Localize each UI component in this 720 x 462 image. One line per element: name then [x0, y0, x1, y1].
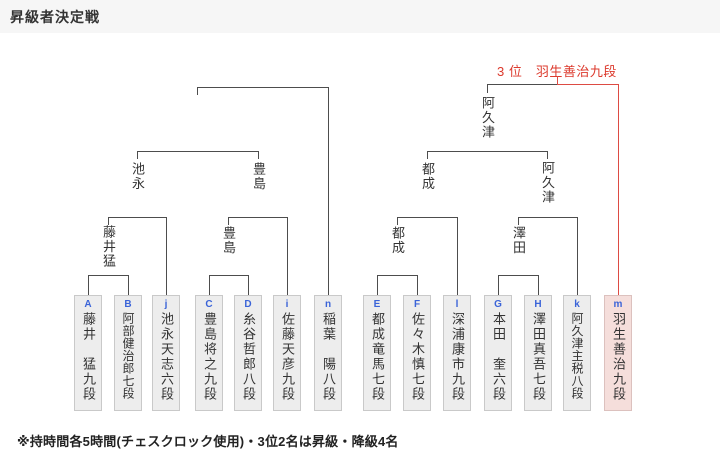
advancer-label-left1: 池永 [130, 162, 145, 191]
bracket-line [487, 84, 488, 93]
player-box-m: m 羽生善治九段 [604, 295, 632, 411]
player-box-j: j 池永天志六段 [152, 295, 180, 411]
advancer-label-ef: 都成 [390, 226, 405, 255]
seed-letter: G [494, 299, 502, 310]
seed-letter: i [285, 299, 289, 310]
bracket-line [498, 275, 538, 276]
bracket-line [427, 151, 428, 159]
advancer-label-right1: 都成 [420, 162, 435, 191]
player-box-H: H 澤田真吾七段 [524, 295, 552, 411]
seed-letter: C [205, 299, 213, 310]
bracket-line [108, 217, 109, 225]
advancer-label-final-right: 阿久津 [480, 96, 495, 140]
bracket-line [258, 151, 259, 159]
player-box-G: G 本田 奎六段 [484, 295, 512, 411]
player-box-B: B 阿部健治郎七段 [114, 295, 142, 411]
player-name: 豊島将之九段 [202, 312, 217, 402]
bracket-line [197, 87, 328, 88]
seed-letter: n [324, 299, 332, 310]
player-box-l: l 深浦康市九段 [443, 295, 471, 411]
winner-path-line [557, 76, 558, 84]
player-box-i: i 佐藤天彦九段 [273, 295, 301, 411]
bracket-line [547, 151, 548, 159]
bracket-line [397, 217, 398, 225]
advancer-label-cd: 豊島 [221, 226, 236, 255]
player-name: 都成竜馬七段 [370, 312, 385, 402]
advancer-label-ab: 藤井猛 [101, 225, 116, 269]
player-name: 佐藤天彦九段 [280, 312, 295, 402]
advancer-label-right2: 阿久津 [540, 161, 555, 205]
bracket-line [166, 217, 167, 295]
player-box-A: A 藤井 猛九段 [74, 295, 102, 411]
seed-letter: D [244, 299, 252, 310]
page-title: 昇級者決定戦 [10, 9, 100, 25]
third-place-result: 3 位 羽生善治九段 [497, 64, 617, 79]
player-box-D: D 糸谷哲郎八段 [234, 295, 262, 411]
player-box-C: C 豊島将之九段 [195, 295, 223, 411]
bracket-line [209, 275, 210, 295]
player-name: 本田 奎六段 [491, 312, 506, 402]
bracket-line [577, 217, 578, 295]
bracket-line [328, 87, 329, 295]
bracket-line [137, 151, 258, 152]
seed-letter: F [413, 299, 421, 310]
seed-letter: l [455, 299, 459, 310]
player-name: 池永天志六段 [159, 312, 174, 402]
seed-letter: A [84, 299, 92, 310]
bracket-line [248, 275, 249, 295]
bracket-line [228, 217, 229, 225]
advancer-label-left2: 豊島 [251, 162, 266, 191]
bracket-line [417, 275, 418, 295]
bracket-line [427, 151, 547, 152]
bracket-line [518, 217, 519, 225]
player-box-k: k 阿久津主税八段 [563, 295, 591, 411]
player-name: 稲葉 陽八段 [321, 312, 336, 402]
player-name: 糸谷哲郎八段 [241, 312, 256, 402]
player-box-F: F 佐々木慎七段 [403, 295, 431, 411]
seed-letter: H [534, 299, 542, 310]
bracket-line [88, 275, 89, 295]
player-name: 阿部健治郎七段 [121, 312, 135, 400]
player-name: 羽生善治九段 [611, 312, 626, 402]
bracket-line [228, 217, 287, 218]
player-box-E: E 都成竜馬七段 [363, 295, 391, 411]
winner-path-line [557, 84, 618, 85]
bracket-line [209, 275, 248, 276]
bracket-line [377, 275, 378, 295]
bracket-line [88, 275, 128, 276]
player-name: 澤田真吾七段 [531, 312, 546, 402]
advancer-label-gh: 澤田 [511, 226, 526, 255]
bracket-line [538, 275, 539, 295]
bracket-line [487, 84, 557, 85]
bracket-line [197, 87, 198, 95]
bracket-line [518, 217, 577, 218]
bracket-line [498, 275, 499, 295]
seed-letter: k [574, 299, 580, 310]
footnote: ※持時間各5時間(チェスクロック使用)・3位2名は昇級・降級4名 [17, 434, 399, 449]
player-box-n: n 稲葉 陽八段 [314, 295, 342, 411]
seed-letter: E [373, 299, 381, 310]
seed-letter: m [613, 299, 623, 310]
bracket-line [457, 217, 458, 295]
bracket-line [287, 217, 288, 295]
bracket-line [108, 217, 166, 218]
winner-path-line [618, 84, 619, 295]
bracket-line [377, 275, 417, 276]
seed-letter: j [164, 299, 168, 310]
page-header: 昇級者決定戦 [0, 0, 720, 33]
player-name: 藤井 猛九段 [81, 312, 96, 402]
bracket-line [137, 151, 138, 159]
bracket-line [397, 217, 457, 218]
player-name: 阿久津主税八段 [570, 312, 584, 400]
bracket-line [128, 275, 129, 295]
player-name: 佐々木慎七段 [410, 312, 425, 402]
seed-letter: B [124, 299, 132, 310]
player-name: 深浦康市九段 [450, 312, 465, 402]
